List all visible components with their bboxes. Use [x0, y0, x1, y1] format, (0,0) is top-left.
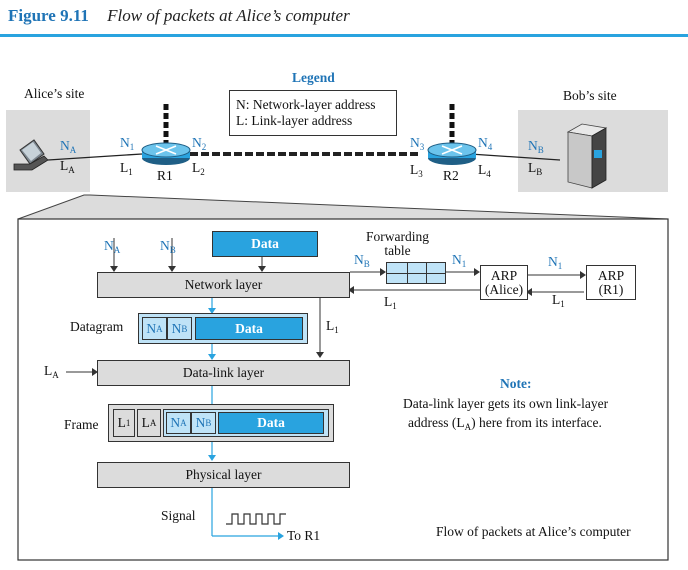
legend-line-link: L: Link-layer address [236, 113, 353, 128]
zoom-wedge [17, 194, 669, 220]
fwd-nb-label: NB [354, 252, 370, 269]
network-layer-box: Network layer [97, 272, 350, 298]
la-input-label: LA [44, 363, 59, 380]
arp-n1-label: N1 [548, 254, 563, 271]
r1-n2-label: N2 [192, 135, 207, 152]
detail-frame [17, 218, 669, 561]
r2-n4-label: N4 [478, 135, 493, 152]
r2-l4-label: L4 [478, 162, 491, 179]
r2-n3-label: N3 [410, 135, 425, 152]
arp-l1-label: L1 [552, 292, 565, 309]
note-title: Note: [500, 376, 532, 391]
figure-number: Figure 9.11 [8, 6, 89, 25]
to-r1-label: To R1 [287, 528, 321, 543]
alice-site-label: Alice’s site [24, 86, 85, 101]
input-na-label: NA [104, 238, 121, 255]
router-r2-icon [427, 104, 477, 165]
datagram-label: Datagram [70, 319, 124, 334]
fwd-l1-label: L1 [384, 294, 397, 311]
legend-box: N: Network-layer address L: Link-layer a… [229, 90, 397, 136]
r1-l1-label: L1 [120, 160, 133, 177]
frame-data: Data [218, 412, 324, 434]
diagram-caption: Flow of packets at Alice’s computer [436, 524, 631, 539]
alice-la-label: LA [60, 158, 75, 175]
alice-site-panel [6, 110, 90, 192]
r2-l3-label: L3 [410, 162, 423, 179]
bob-lb-label: LB [528, 160, 543, 177]
frame-label: Frame [64, 417, 99, 432]
r1-l2-label: L2 [192, 160, 205, 177]
note-line-1: Data-link layer gets its own link-layer [403, 396, 609, 411]
r1-n1-label: N1 [120, 135, 135, 152]
input-data-box: Data [212, 231, 318, 257]
router-r1-label: R1 [157, 168, 173, 183]
laptop-icon [13, 139, 49, 171]
arp-r1-box: ARP (R1) [586, 265, 636, 300]
signal-waveform [226, 513, 286, 525]
server-icon [566, 123, 608, 189]
physical-layer-box: Physical layer [97, 462, 350, 488]
forwarding-table-label: Forwarding table [366, 229, 429, 258]
datalink-layer-box: Data-link layer [97, 360, 350, 386]
signal-label: Signal [161, 508, 196, 523]
datagram-data: Data [195, 317, 303, 340]
datagram-l1-label: L1 [326, 318, 339, 335]
forwarding-table [386, 262, 446, 284]
fwd-n1-label: N1 [452, 252, 467, 269]
router-r1-icon [141, 104, 191, 165]
router-r2-label: R2 [443, 168, 459, 183]
legend-title: Legend [292, 70, 335, 85]
arp-alice-box: ARP (Alice) [480, 265, 528, 300]
legend-line-network: N: Network-layer address [236, 97, 376, 112]
figure-header: Figure 9.11 Flow of packets at Alice’s c… [8, 6, 350, 26]
input-nb-label: NB [160, 238, 176, 255]
header-rule [0, 34, 688, 37]
note-line-2: address (LA) here from its interface. [408, 415, 602, 432]
bob-site-label: Bob’s site [563, 88, 617, 103]
figure-title: Flow of packets at Alice’s computer [107, 6, 350, 25]
bob-nb-label: NB [528, 138, 544, 155]
alice-na-label: NA [60, 138, 77, 155]
